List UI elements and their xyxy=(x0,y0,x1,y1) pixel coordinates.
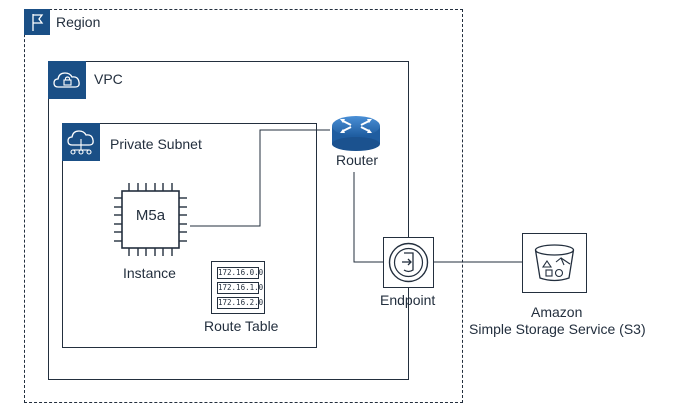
endpoint-label: Endpoint xyxy=(380,292,436,308)
s3-label-line1: Amazon xyxy=(531,304,583,320)
bucket-icon xyxy=(534,244,575,282)
region-group xyxy=(24,9,463,403)
instance-label: Instance xyxy=(123,265,176,281)
route-table-row: 172.16.0.0 xyxy=(217,267,264,279)
route-table-label: Route Table xyxy=(204,318,279,334)
route-table-row: 172.16.2.0 xyxy=(217,297,264,309)
route-table-row: 172.16.1.0 xyxy=(217,282,264,294)
cloud-lock-icon xyxy=(53,72,80,88)
subnet-group xyxy=(62,123,317,348)
vpc-label: VPC xyxy=(94,71,123,87)
flag-icon xyxy=(32,14,44,31)
region-label: Region xyxy=(56,14,101,30)
vpc-icon-box xyxy=(48,61,86,99)
s3-node[interactable] xyxy=(522,233,587,293)
instance-chip-text: M5a xyxy=(135,207,166,224)
subnet-icon-box xyxy=(62,123,100,161)
endpoint-icon xyxy=(388,242,429,283)
instance-node[interactable]: M5a xyxy=(105,180,195,270)
router-label: Router xyxy=(336,152,379,168)
route-table[interactable]: 172.16.0.0 172.16.1.0 172.16.2.0 xyxy=(211,261,265,314)
router-endpoint-line xyxy=(353,172,383,263)
chip-icon xyxy=(114,183,187,256)
region-icon-box xyxy=(24,9,50,35)
endpoint-node[interactable] xyxy=(383,237,434,288)
instance-router-line xyxy=(190,129,330,227)
router-icon[interactable] xyxy=(330,112,382,152)
subnet-label: Private Subnet xyxy=(110,136,202,152)
s3-label-line2: Simple Storage Service (S3) xyxy=(469,321,646,337)
vpc-group xyxy=(48,61,409,380)
cloud-network-icon xyxy=(67,130,94,155)
